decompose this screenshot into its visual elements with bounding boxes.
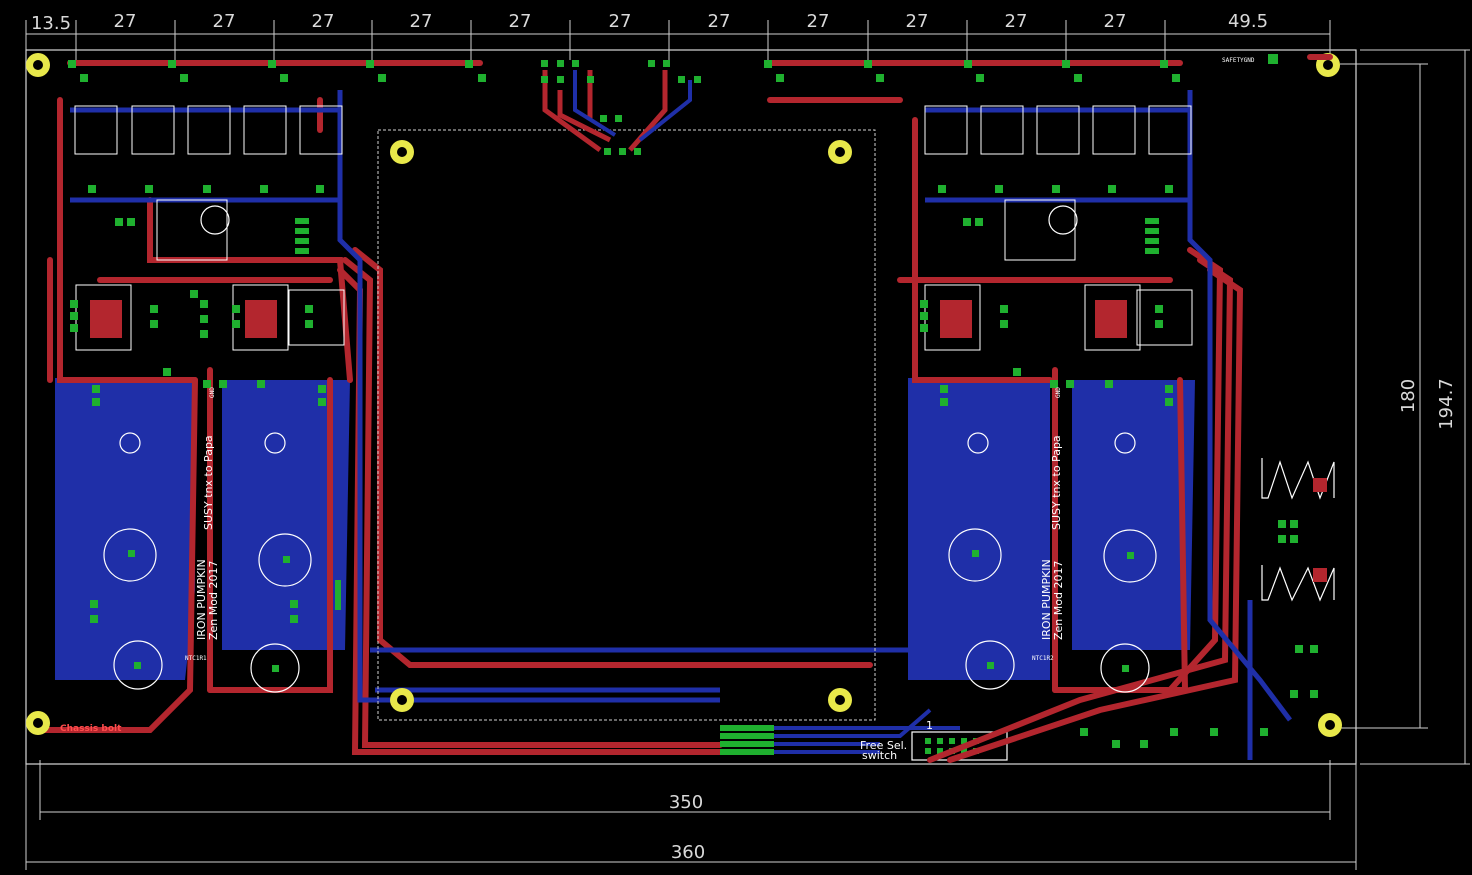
- mounting-holes: [26, 53, 1342, 737]
- dim-top-4: 27: [410, 11, 433, 32]
- right-pour-b: [1072, 380, 1195, 650]
- right-gnd-label: GND: [1055, 387, 1062, 398]
- left-title-2: Zen Mod 2017: [207, 561, 220, 640]
- dim-bottom-outer: 360: [671, 842, 705, 863]
- board-outline: [25, 49, 1357, 765]
- connector-pin-label: 1: [926, 719, 933, 732]
- via-field: [720, 725, 774, 755]
- left-pour-b: [222, 380, 350, 650]
- dim-right-outer: 194.7: [1436, 378, 1457, 430]
- top-dimension: [25, 20, 1331, 60]
- dim-top-12: 49.5: [1228, 11, 1268, 32]
- right-ntc-label: NTC1R2: [1032, 655, 1054, 662]
- dim-top-0: 13.5: [31, 13, 71, 34]
- dim-top-3: 27: [312, 11, 335, 32]
- free-sel-label: Free Sel.: [860, 739, 907, 752]
- left-channel: IRON PUMPKIN Zen Mod 2017 SUSY tnx to Pa…: [37, 60, 920, 755]
- dim-top-9: 27: [906, 11, 929, 32]
- dim-top-6: 27: [609, 11, 632, 32]
- top-dimension-labels: 13.5 27 27 27 27 27 27 27 27 27 27 27 49…: [31, 11, 1268, 34]
- free-sel-connector: [911, 731, 1008, 761]
- left-ntc-label: NTC1R1: [185, 655, 207, 662]
- right-title-3: SUSY tnx to Papa: [1050, 435, 1063, 530]
- dim-top-1: 27: [114, 11, 137, 32]
- dim-top-7: 27: [708, 11, 731, 32]
- dim-bottom-inner: 350: [669, 792, 703, 813]
- dim-top-2: 27: [213, 11, 236, 32]
- dim-top-10: 27: [1005, 11, 1028, 32]
- right-dimension: [1340, 49, 1470, 765]
- left-title-3: SUSY tnx to Papa: [202, 435, 215, 530]
- dim-right-inner: 180: [1398, 379, 1419, 413]
- right-title-2: Zen Mod 2017: [1052, 561, 1065, 640]
- right-channel: IRON PUMPKIN Zen Mod 2017 SUSY tnx to Pa…: [764, 54, 1335, 763]
- dim-top-5: 27: [509, 11, 532, 32]
- enclosure-outline: [377, 129, 876, 721]
- safety-gnd-label: SAFETYGND: [1222, 57, 1255, 64]
- dim-top-8: 27: [807, 11, 830, 32]
- dim-top-11: 27: [1104, 11, 1127, 32]
- bottom-dimension: [25, 760, 1357, 870]
- left-gnd-label: GND: [209, 387, 216, 398]
- center-area: 1 Free Sel. switch Chassis bolt: [26, 53, 1342, 762]
- left-title-1: IRON PUMPKIN: [195, 559, 208, 640]
- switch-label: switch: [862, 749, 897, 762]
- right-title-1: IRON PUMPKIN: [1040, 559, 1053, 640]
- chassis-bolt-label: Chassis bolt: [60, 724, 122, 734]
